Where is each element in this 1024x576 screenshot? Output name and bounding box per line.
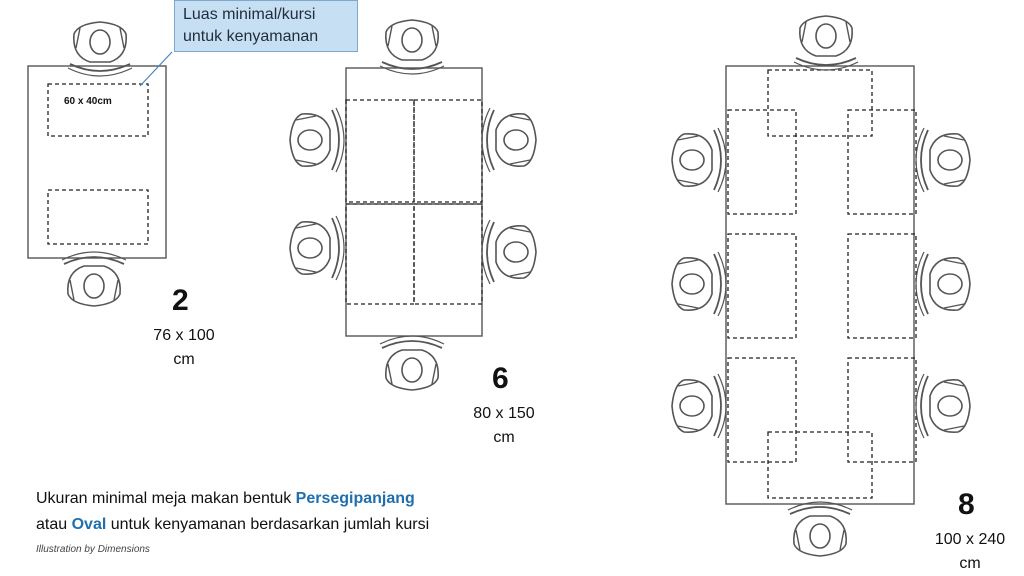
illustration-credit: Illustration by Dimensions — [36, 544, 150, 555]
table-two-seat — [27, 21, 173, 307]
table-6-count: 6 — [492, 362, 509, 395]
caption-line-2-prefix: atau — [36, 516, 72, 533]
diagram-caption: Ukuran minimal meja makan bentuk Persegi… — [36, 486, 429, 538]
seat-area-label: 60 x 40cm — [64, 96, 112, 107]
caption-line-2-suffix: untuk kenyamanan berdasarkan jumlah kurs… — [106, 516, 430, 533]
table-8-count: 8 — [958, 488, 975, 521]
table-2-count: 2 — [172, 284, 189, 317]
callout-line-2: untuk kenyamanan — [183, 28, 319, 45]
caption-highlight-oval: Oval — [71, 516, 107, 533]
caption-highlight-rectangle: Persegipanjang — [295, 490, 415, 507]
table-six-seat — [289, 19, 537, 391]
table-6-size-unit: cm — [493, 429, 515, 446]
caption-line-2: atau Oval untuk kenyamanan berdasarkan j… — [36, 512, 429, 538]
table-8-size-unit: cm — [959, 555, 981, 572]
table-2-size: 76 x 100 cm — [138, 324, 230, 372]
table-eight-seat — [671, 15, 971, 557]
callout-line-1: Luas minimal/kursi — [183, 6, 316, 23]
table-2-size-unit: cm — [173, 351, 195, 368]
seat-area-callout: Luas minimal/kursi untuk kenyamanan — [174, 0, 358, 52]
caption-line-1-prefix: Ukuran minimal meja makan bentuk — [36, 490, 296, 507]
table-6-size-value: 80 x 150 — [473, 405, 535, 422]
table-8-size-value: 100 x 240 — [934, 531, 1006, 548]
table-6-size: 80 x 150 cm — [458, 402, 550, 450]
caption-line-1: Ukuran minimal meja makan bentuk Persegi… — [36, 486, 429, 512]
table-8-size: 100 x 240 cm — [922, 528, 1018, 576]
table-2-size-value: 76 x 100 — [153, 327, 215, 344]
